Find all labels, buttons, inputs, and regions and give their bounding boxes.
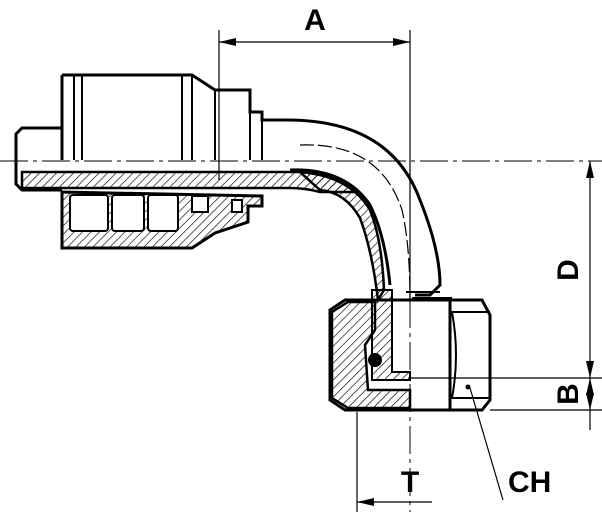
- ferrule-upper: [60, 73, 282, 160]
- dimension-ch: CH: [469, 387, 551, 501]
- dimension-label-a: A: [304, 4, 326, 37]
- dimension-label-b: B: [552, 383, 585, 405]
- dimension-label-ch: CH: [508, 466, 551, 499]
- ferrule-section: [60, 190, 264, 250]
- dimension-b: B: [408, 377, 602, 430]
- dimension-t: T: [356, 412, 432, 512]
- insert-tail: [14, 126, 62, 192]
- dimension-a: A: [218, 4, 411, 300]
- swivel-nut: [328, 289, 492, 412]
- dimension-label-t: T: [401, 466, 419, 499]
- dimension-label-d: D: [552, 259, 585, 281]
- elbow-bend: [281, 118, 452, 304]
- dimension-d: D: [552, 161, 594, 378]
